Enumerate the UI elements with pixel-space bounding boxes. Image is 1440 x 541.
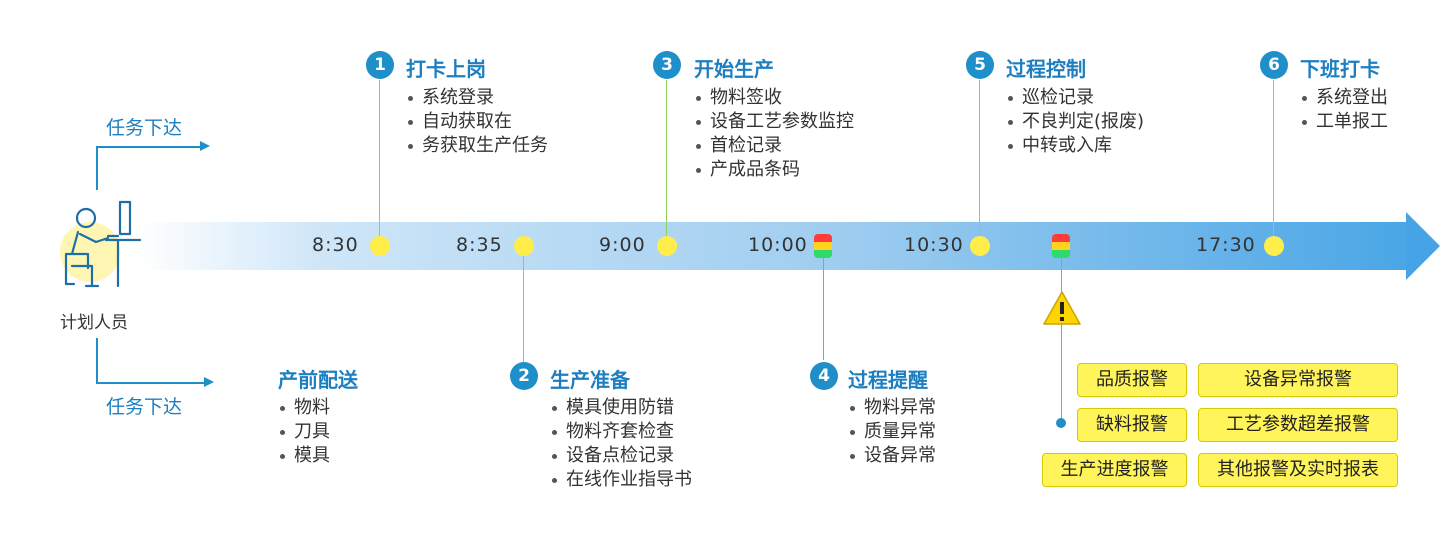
- list-item: 系统登录: [406, 86, 548, 110]
- timeline-bar: [140, 222, 1408, 270]
- step-connector: [823, 258, 824, 360]
- step-connector: [523, 256, 524, 362]
- time-point: [1264, 236, 1284, 256]
- list-item: 模具: [278, 444, 330, 468]
- time-point: [970, 236, 990, 256]
- step-title: 下班打卡: [1300, 57, 1380, 81]
- list-item: 物料签收: [694, 86, 854, 110]
- step-title: 过程控制: [1006, 57, 1086, 81]
- step-title: 打卡上岗: [406, 57, 486, 81]
- step-items: 模具使用防错 物料齐套检查 设备点检记录 在线作业指导书: [550, 396, 692, 492]
- step-items: 系统登出 工单报工: [1300, 86, 1388, 134]
- list-item: 工单报工: [1300, 110, 1388, 134]
- step-title: 开始生产: [694, 57, 774, 81]
- traffic-light-icon: [1052, 234, 1070, 258]
- task-arrow-bottom: [204, 377, 214, 387]
- list-item: 刀具: [278, 420, 330, 444]
- list-item: 务获取生产任务: [406, 134, 548, 158]
- time-label: 9:00: [599, 234, 646, 256]
- time-label: 10:00: [748, 234, 808, 256]
- alarm-box: 品质报警: [1077, 363, 1187, 397]
- delivery-items: 物料 刀具 模具: [278, 396, 330, 468]
- alarm-node: [1056, 418, 1066, 428]
- list-item: 设备异常: [848, 444, 936, 468]
- delivery-title: 产前配送: [278, 368, 358, 392]
- step-number: 4: [810, 362, 838, 390]
- step-number: 3: [653, 51, 681, 79]
- list-item: 物料异常: [848, 396, 936, 420]
- list-item: 模具使用防错: [550, 396, 692, 420]
- alarm-box: 生产进度报警: [1042, 453, 1187, 487]
- step-number: 6: [1260, 51, 1288, 79]
- list-item: 在线作业指导书: [550, 468, 692, 492]
- list-item: 中转或入库: [1006, 134, 1144, 158]
- task-label-top: 任务下达: [106, 117, 183, 139]
- list-item: 设备工艺参数监控: [694, 110, 854, 134]
- list-item: 系统登出: [1300, 86, 1388, 110]
- alarm-box: 设备异常报警: [1198, 363, 1398, 397]
- step-connector: [1273, 80, 1274, 236]
- time-point: [514, 236, 534, 256]
- list-item: 设备点检记录: [550, 444, 692, 468]
- person-label: 计划人员: [60, 313, 128, 333]
- step-connector: [379, 80, 380, 236]
- time-label: 10:30: [904, 234, 964, 256]
- list-item: 不良判定(报废): [1006, 110, 1144, 134]
- step-number: 5: [966, 51, 994, 79]
- timeline-arrowhead: [1406, 212, 1440, 280]
- warning-icon: [1042, 290, 1082, 330]
- task-label-bottom: 任务下达: [106, 396, 183, 418]
- list-item: 巡检记录: [1006, 86, 1144, 110]
- alarm-box: 工艺参数超差报警: [1198, 408, 1398, 442]
- alarm-box: 其他报警及实时报表: [1198, 453, 1398, 487]
- time-label: 8:35: [456, 234, 503, 256]
- step-title: 过程提醒: [848, 368, 928, 392]
- list-item: 首检记录: [694, 134, 854, 158]
- list-item: 产成品条码: [694, 158, 854, 182]
- step-number: 1: [366, 51, 394, 79]
- step-title: 生产准备: [550, 368, 630, 392]
- list-item: 物料: [278, 396, 330, 420]
- worker-at-desk-icon: [52, 196, 152, 296]
- task-connector-bottom: [96, 338, 206, 384]
- time-point: [370, 236, 390, 256]
- alarm-box: 缺料报警: [1077, 408, 1187, 442]
- task-arrow-top: [200, 141, 210, 151]
- list-item: 质量异常: [848, 420, 936, 444]
- step-items: 物料签收 设备工艺参数监控 首检记录 产成品条码: [694, 86, 854, 182]
- step-connector: [979, 80, 980, 236]
- step-items: 系统登录 自动获取在 务获取生产任务: [406, 86, 548, 158]
- task-connector-top: [96, 146, 202, 190]
- list-item: 自动获取在: [406, 110, 548, 134]
- step-connector: [666, 80, 667, 236]
- time-label: 17:30: [1196, 234, 1256, 256]
- time-point: [657, 236, 677, 256]
- step-items: 物料异常 质量异常 设备异常: [848, 396, 936, 468]
- step-number: 2: [510, 362, 538, 390]
- time-label: 8:30: [312, 234, 359, 256]
- list-item: 物料齐套检查: [550, 420, 692, 444]
- traffic-light-icon: [814, 234, 832, 258]
- step-items: 巡检记录 不良判定(报废) 中转或入库: [1006, 86, 1144, 158]
- alarm-connector: [1061, 258, 1062, 424]
